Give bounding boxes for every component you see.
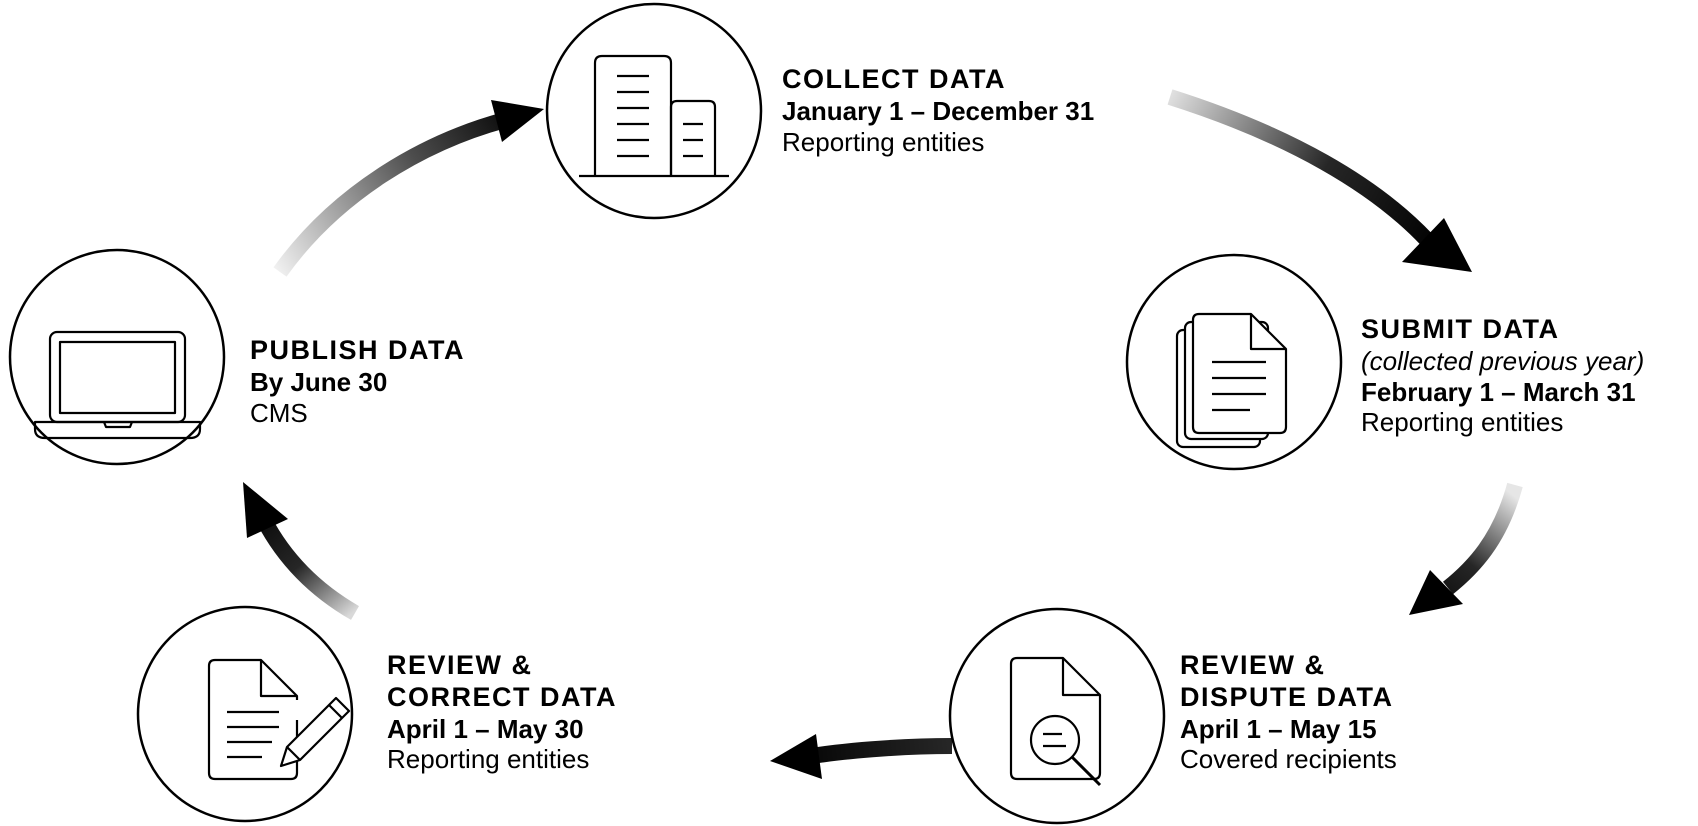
dispute-dates: April 1 – May 15 <box>1180 713 1377 744</box>
dispute-data-node <box>948 607 1166 825</box>
document-edit-icon <box>207 658 351 781</box>
submit-dates: February 1 – March 31 <box>1361 376 1636 407</box>
publish-title: PUBLISH DATA <box>250 335 465 365</box>
laptop-icon <box>33 330 202 440</box>
documents-stack-icon <box>1175 312 1288 449</box>
submit-data-text: SUBMIT DATA (collected previous year) Fe… <box>1361 314 1644 438</box>
publish-data-node <box>8 248 226 466</box>
arrow-dispute-to-correct <box>770 734 953 779</box>
collect-dates: January 1 – December 31 <box>782 95 1095 126</box>
collect-responsible: Reporting entities <box>782 126 985 157</box>
document-search-icon <box>1009 656 1102 787</box>
correct-title-line2: CORRECT DATA <box>387 681 617 712</box>
correct-data-text: REVIEW & CORRECT DATA April 1 – May 30 R… <box>387 650 617 775</box>
dispute-responsible: Covered recipients <box>1180 744 1397 775</box>
submit-title: SUBMIT DATA <box>1361 314 1560 344</box>
buildings-icon <box>579 54 729 178</box>
arrow-publish-to-collect <box>273 100 544 277</box>
submit-data-node <box>1125 253 1343 471</box>
submit-note: (collected previous year) <box>1361 345 1645 376</box>
arrow-collect-to-submit <box>1167 89 1472 272</box>
dispute-data-text: REVIEW & DISPUTE DATA April 1 – May 15 C… <box>1180 650 1397 775</box>
submit-responsible: Reporting entities <box>1361 407 1564 438</box>
publish-dates: By June 30 <box>250 366 388 397</box>
correct-responsible: Reporting entities <box>387 744 590 775</box>
collect-title: COLLECT DATA <box>782 64 1006 94</box>
dispute-title-line1: REVIEW & <box>1180 650 1326 680</box>
publish-responsible: CMS <box>250 397 308 428</box>
publish-data-text: PUBLISH DATA By June 30 CMS <box>250 335 465 428</box>
collect-data-text: COLLECT DATA January 1 – December 31 Rep… <box>782 64 1094 157</box>
correct-data-node <box>136 605 354 823</box>
arrow-correct-to-publish <box>243 482 360 620</box>
correct-dates: April 1 – May 30 <box>387 713 584 744</box>
collect-data-node <box>545 2 763 220</box>
dispute-title-line2: DISPUTE DATA <box>1180 681 1394 712</box>
correct-title-line1: REVIEW & <box>387 650 533 680</box>
arrow-submit-to-dispute <box>1409 482 1523 615</box>
